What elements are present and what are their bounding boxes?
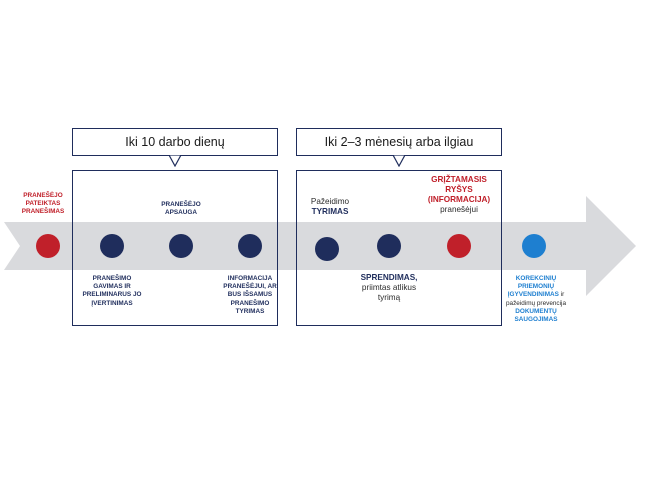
step-protection-dot <box>169 234 193 258</box>
step-investigation-dot <box>315 237 339 261</box>
step-feedback-label: GRĮŽTAMASIS RYŠYS (INFORMACIJA) pranešėj… <box>427 175 491 214</box>
step-decision-dot <box>377 234 401 258</box>
phase-1-label-text: Iki 10 darbo dienų <box>125 135 225 149</box>
phase-1-pointer <box>168 155 182 167</box>
phase-2-label: Iki 2–3 mėnesių arba ilgiau <box>296 128 502 156</box>
phase-1-box <box>72 170 278 326</box>
step-info-label: INFORMACIJA PRANEŠĖJUI, AR BUS IŠSAMUS P… <box>223 275 277 315</box>
step-report-dot <box>36 234 60 258</box>
step-feedback-dot <box>447 234 471 258</box>
phase-1-label: Iki 10 darbo dienų <box>72 128 278 156</box>
phase-2-label-text: Iki 2–3 mėnesių arba ilgiau <box>324 135 474 149</box>
step-corrective-label: KOREKCINIŲ PRIEMONIŲ ĮGYVENDINIMAS ir pa… <box>505 275 567 324</box>
step-decision-label: SPRENDIMAS, priimtas atlikus tyrimą <box>360 273 418 302</box>
step-report-label: PRANEŠĖJO PATEIKTAS PRANEŠIMAS <box>21 192 65 216</box>
step-protection-label: PRANEŠĖJO APSAUGA <box>161 201 201 217</box>
step-corrective-dot <box>522 234 546 258</box>
step-investigation-label: Pažeidimo TYRIMAS <box>310 197 350 216</box>
step-info-dot <box>238 234 262 258</box>
phase-2-box <box>296 170 502 326</box>
step-receipt-dot <box>100 234 124 258</box>
step-receipt-label: PRANEŠIMO GAVIMAS IR PRELIMINARUS JO ĮVE… <box>82 275 142 307</box>
phase-2-pointer <box>392 155 406 167</box>
